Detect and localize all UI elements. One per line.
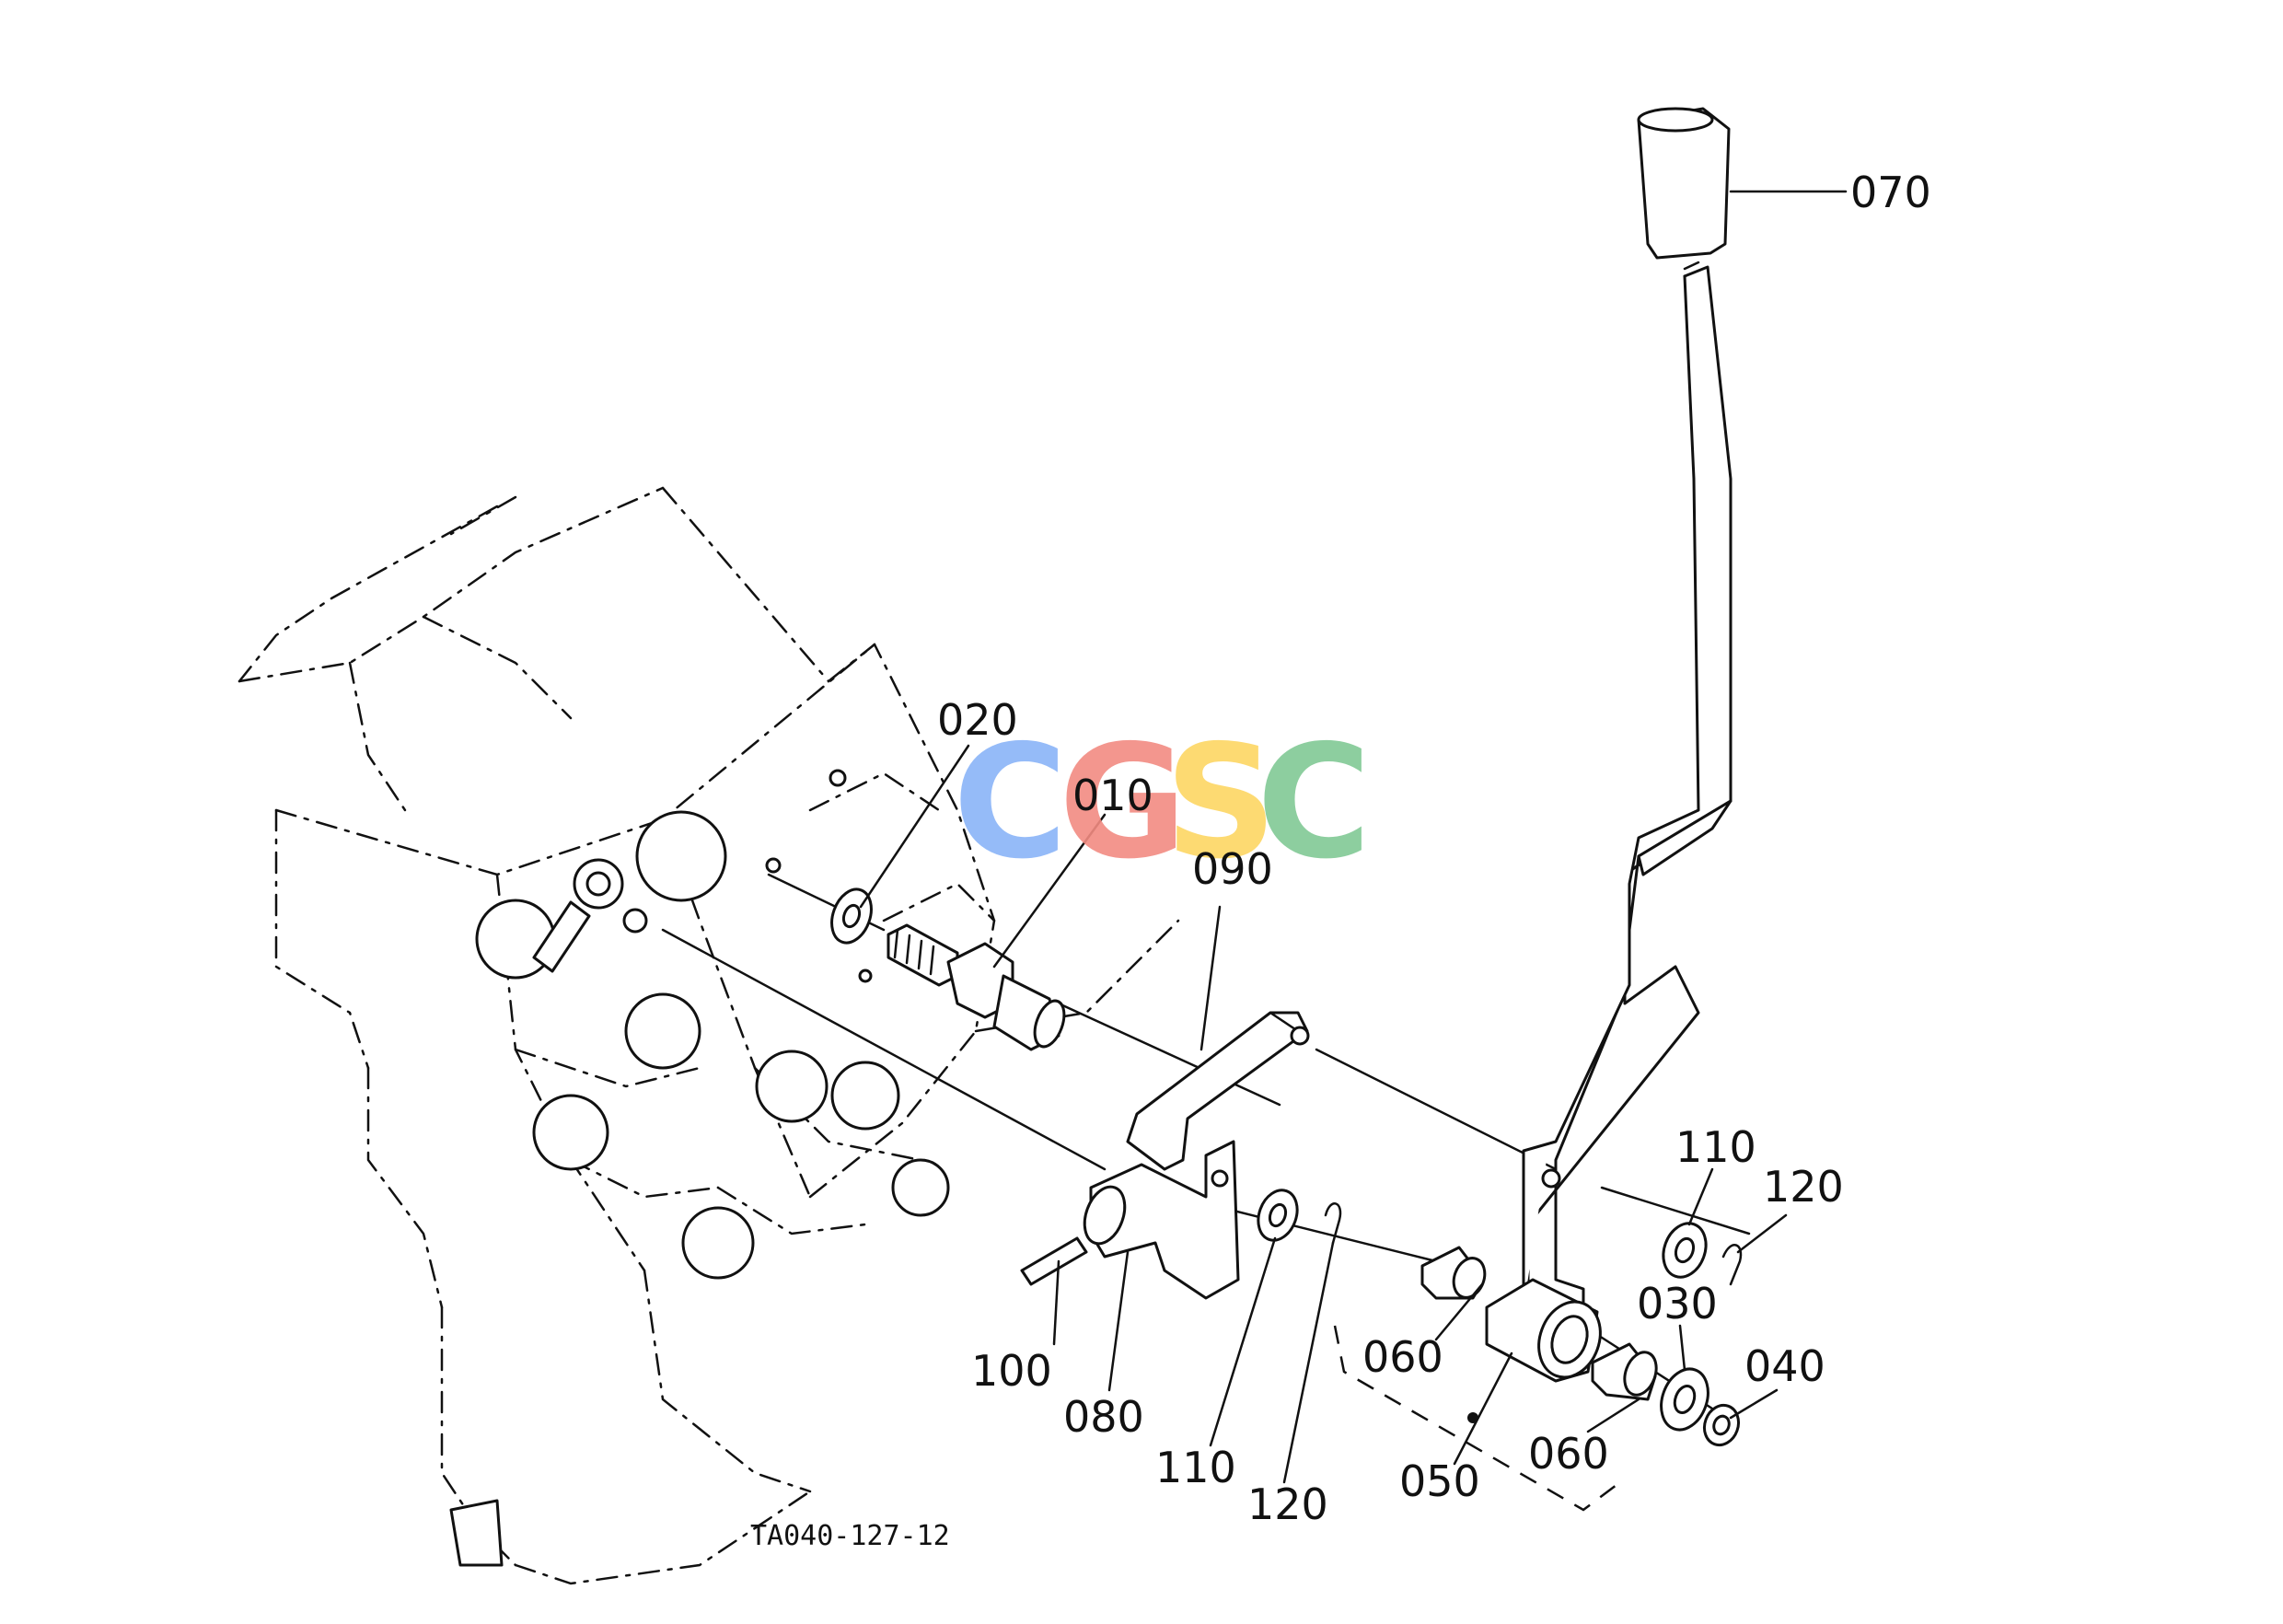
washer-030: [1660, 1367, 1709, 1432]
arm-080: [1083, 1140, 1240, 1300]
stud-010: [887, 923, 1066, 1051]
label-050: 050: [1399, 1456, 1480, 1506]
label-120-right: 120: [1763, 1162, 1844, 1212]
label-080: 080: [1063, 1392, 1144, 1442]
label-120-left: 120: [1247, 1479, 1328, 1529]
label-110-right: 110: [1675, 1122, 1756, 1172]
label-060-b: 060: [1528, 1429, 1609, 1479]
label-040: 040: [1744, 1341, 1825, 1391]
label-030: 030: [1637, 1279, 1718, 1328]
pin-100: [1020, 1236, 1088, 1286]
bushing-060-a: [1420, 1246, 1487, 1300]
leader-lines: [859, 190, 1848, 1484]
nut-040: [1702, 1403, 1741, 1447]
watermark-letter-2: G: [1059, 712, 1188, 894]
pin-120-right: [1721, 1244, 1743, 1286]
label-020: 020: [937, 695, 1018, 745]
watermark-letter-1: C: [953, 712, 1068, 894]
bushing-060-b: [1591, 1342, 1658, 1401]
watermark-letter-4: C: [1257, 712, 1372, 894]
label-110-left: 110: [1155, 1443, 1236, 1492]
label-060-a: 060: [1362, 1332, 1443, 1382]
label-070: 070: [1850, 168, 1931, 217]
washer-020: [830, 887, 873, 945]
watermark-letter-3: S: [1165, 712, 1277, 894]
pin-120-left: [1324, 1202, 1342, 1245]
part-labels: 070 020 010 090 110 120 030 040 060 100 …: [937, 168, 1931, 1529]
rod-090: [1126, 1011, 1310, 1171]
lever-assembly: [1522, 107, 1733, 1328]
drawing-reference-code: TA040-127-12: [750, 1520, 950, 1552]
label-100: 100: [971, 1346, 1052, 1396]
washer-110-right: [1662, 1222, 1708, 1279]
label-090: 090: [1192, 844, 1273, 894]
transmission-housing: [238, 486, 1180, 1585]
label-010: 010: [1072, 771, 1153, 820]
cgsc-watermark: C G S C: [953, 712, 1372, 894]
washer-110-left: [1257, 1189, 1299, 1242]
boss-050: [1467, 1278, 1602, 1423]
